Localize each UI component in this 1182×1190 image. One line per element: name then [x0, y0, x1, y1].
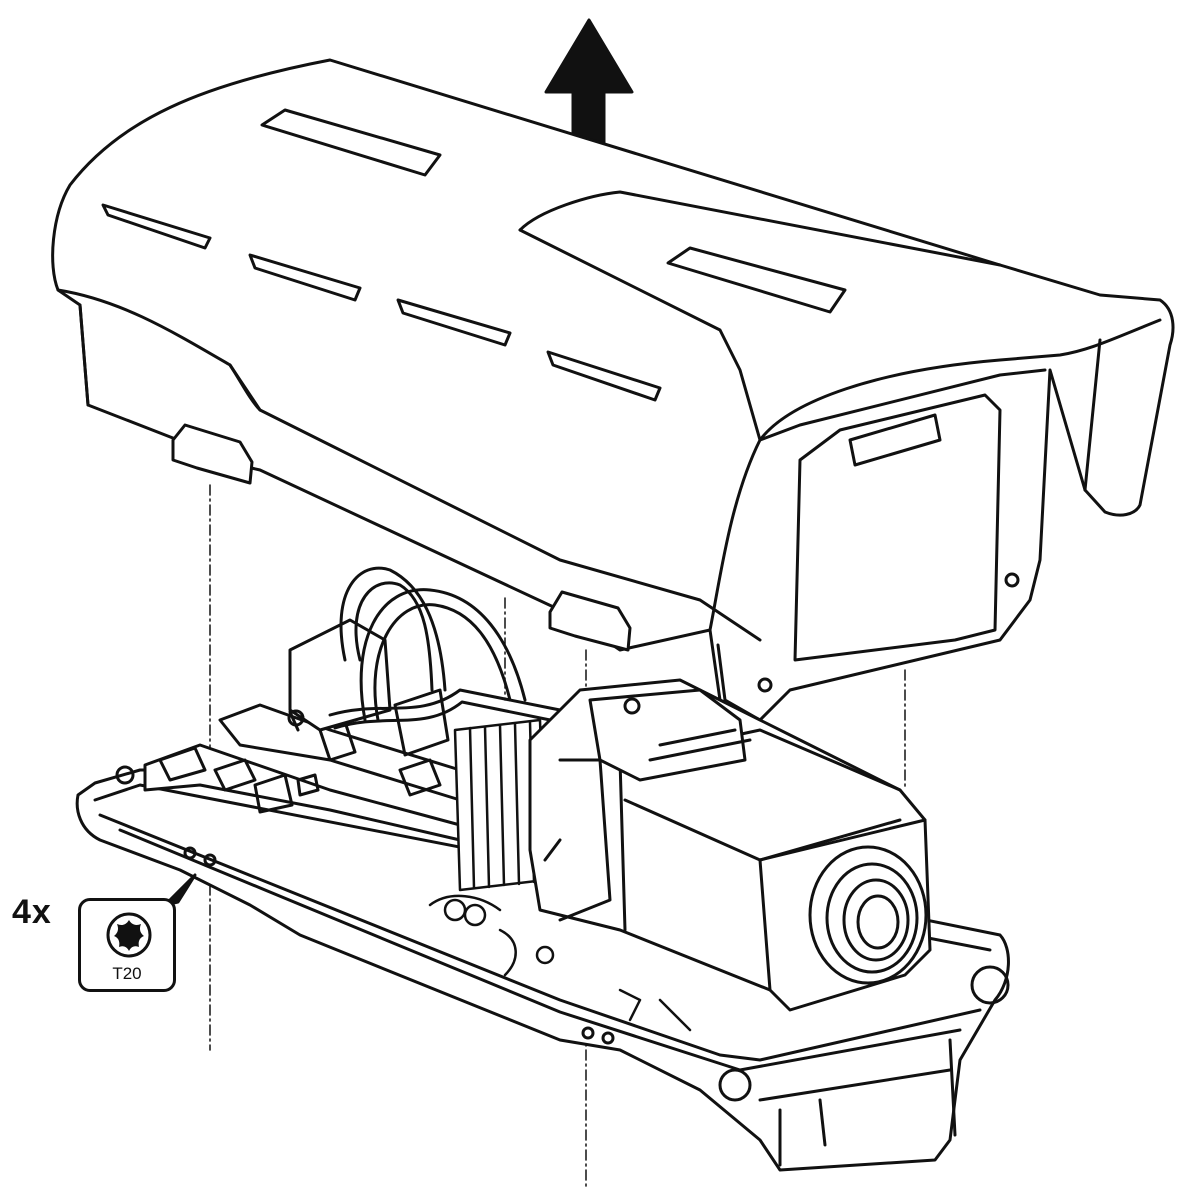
- bottom-hardware: [428, 894, 692, 1032]
- torx-bit-icon: [106, 912, 152, 958]
- quantity-label: 4x: [12, 893, 52, 931]
- sunshield-cover: [51, 58, 1175, 722]
- tool-size-label: T20: [112, 964, 142, 983]
- tool-callout: T20: [78, 898, 176, 992]
- camera-body: [528, 678, 932, 1012]
- housing-base: [75, 765, 1010, 1172]
- cables: [328, 566, 562, 730]
- circuit-board: [143, 618, 462, 842]
